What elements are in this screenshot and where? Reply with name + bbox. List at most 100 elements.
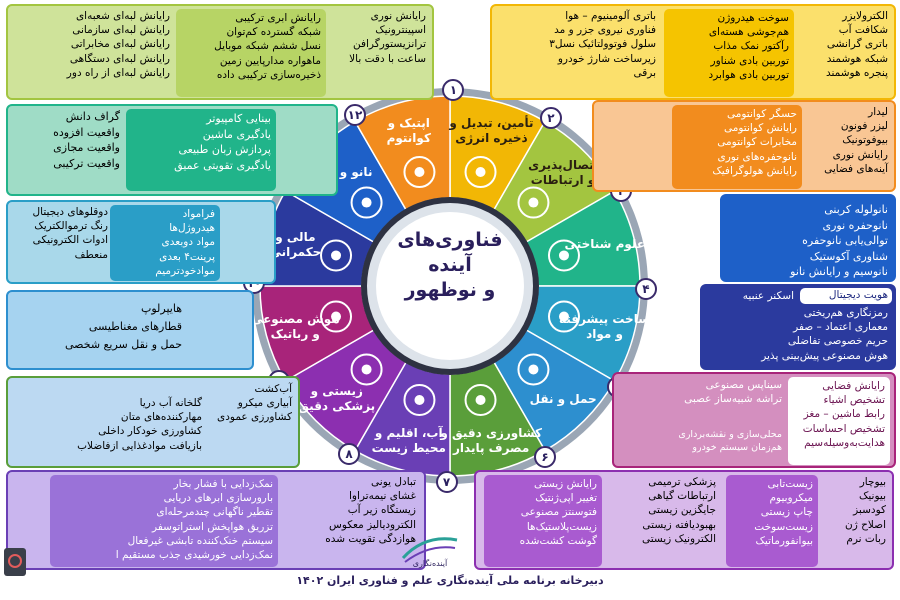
list-item: تغییر اپی‌ژنتیک xyxy=(535,492,597,505)
list-item: هم‌جوشی هسته‌ای xyxy=(708,26,789,39)
segment-icon-dot-11 xyxy=(361,197,372,208)
list-item: رابط ماشین – مغز xyxy=(803,408,885,421)
segment-label-line: کشاورزی دقیق و xyxy=(440,425,542,440)
list-item: شناوری آکوستیک xyxy=(809,249,888,263)
box-finance: هویت دیجیتال اسکنر عنبیه رمزنگاری هم‌ریخ… xyxy=(700,284,896,370)
segment-number-4: ۴ xyxy=(634,278,657,301)
list-item: رنگ ترموالکتریک xyxy=(34,220,108,233)
list-item: رایانش لبه‌ای سازمانی xyxy=(72,24,170,37)
segment-label-line: مصرف پایدار xyxy=(453,440,530,455)
center-core xyxy=(376,212,524,360)
list-item: واقعیت افزوده xyxy=(53,125,120,139)
segment-label-line: محیط زیست xyxy=(371,440,446,455)
center-title-line-3: و نوظهور xyxy=(404,279,496,301)
list-item: گلخانه آب دریا xyxy=(139,397,202,409)
segment-label-line: کوانتوم xyxy=(386,131,431,146)
list-item: باتری گرانشی xyxy=(826,38,888,51)
segment-icon-11 xyxy=(350,186,383,219)
list-item: ربات نرم xyxy=(846,532,886,545)
list-item: الکترولایزر xyxy=(842,10,888,22)
list-item: اسپینترونیک xyxy=(375,24,426,37)
segment-icon-6 xyxy=(464,383,497,416)
list-item: رایانش نوری xyxy=(832,148,888,161)
list-item: پردازش زبان طبیعی xyxy=(178,143,272,156)
list-item: هم‌زمان سیستم خودرو xyxy=(692,442,782,453)
segment-label-line: حکمرانی xyxy=(269,244,322,259)
emblem-icon xyxy=(4,548,26,576)
list-item: شکافت آب xyxy=(838,24,888,37)
list-item: تشخیص احساسات xyxy=(802,422,885,435)
segment-icon-dot-10 xyxy=(331,250,342,261)
list-item: برقی xyxy=(633,66,657,79)
list-item: فرامواد xyxy=(182,208,215,220)
segment-icon-dot-8 xyxy=(361,364,372,375)
list-item: لیزر فونون xyxy=(840,120,888,133)
list-item: هوش مصنوعی پیش‌بینی پذیر xyxy=(761,349,888,362)
center-title-line-2: آینده xyxy=(428,254,472,276)
list-item: الکترونیک زیستی xyxy=(641,532,716,545)
segment-label-line: مالی و xyxy=(275,229,316,244)
list-item: الکترودیالیز معکوس xyxy=(329,518,416,531)
list-item: جایگزین زیستی xyxy=(648,504,716,517)
segment-icon-dot-3 xyxy=(558,250,569,261)
list-item: کشاورزی خودکار داخلی xyxy=(98,425,202,438)
segment-label-line: آب، اقلیم و xyxy=(374,425,443,440)
list-item: توربین بادی هوابرد xyxy=(708,68,789,81)
segment-label-line: ساخت پیشرفته xyxy=(559,312,650,327)
list-item: ساعت با دقت بالا xyxy=(349,52,426,65)
segment-icon-5 xyxy=(517,353,550,386)
list-item: مهارکننده‌های متان xyxy=(120,411,202,424)
list-item: کشاورزی عمودی xyxy=(217,411,292,424)
segment-label-line: اتصال‌پذیری xyxy=(528,157,598,172)
list-item: لیدار xyxy=(868,106,888,118)
list-item: مخابرات کوانتومی xyxy=(717,136,797,149)
segment-icon-dot-5 xyxy=(528,364,539,375)
list-item: واقعیت مجازی xyxy=(53,141,120,154)
list-item: پرینت۴ بعدی xyxy=(159,250,215,263)
list-item: رایانش لبه‌ای مخابراتی xyxy=(70,38,170,51)
list-item: بیوفوتونیک xyxy=(842,134,888,147)
list-item: رایانش هولوگرافیک xyxy=(712,164,797,177)
list-item: توالی‌یابی نانوحفره xyxy=(802,234,888,247)
list-item: سوخت هیدروژن xyxy=(717,12,789,24)
list-item: رآکتور نمک مذاب xyxy=(713,40,789,53)
list-item: مواد دوبعدی xyxy=(161,236,215,249)
segment-label-line: علوم شناختی xyxy=(564,237,646,252)
list-item: رایانش ابری ترکیبی xyxy=(235,12,321,24)
segment-icon-1 xyxy=(464,156,497,189)
segment-icon-dot-6 xyxy=(475,394,486,405)
list-item: فتوسنتز مصنوعی xyxy=(520,506,597,519)
segment-icon-4 xyxy=(547,300,580,333)
segment-icon-dot-12 xyxy=(414,167,425,178)
segment-icon-2 xyxy=(517,186,550,219)
segment-icon-dot-9 xyxy=(331,311,342,322)
footer-caption: دبیرخانه برنامه ملی آینده‌نگاری علم و فن… xyxy=(296,574,604,587)
segment-label-line: پزشکی دقیق xyxy=(298,399,376,414)
list-item: کودسبز xyxy=(853,504,886,517)
list-item: دوقلوهای دیجیتال xyxy=(32,206,109,218)
segment-label-5: حمل و نقل xyxy=(530,392,597,407)
segment-number-6: ۶ xyxy=(534,446,557,469)
list-item: منعطف xyxy=(74,248,108,261)
list-item: نسل ششم شبکه موبایل xyxy=(214,40,321,53)
segment-icon-12 xyxy=(403,156,436,189)
segment-number-7: ۷ xyxy=(435,470,458,493)
